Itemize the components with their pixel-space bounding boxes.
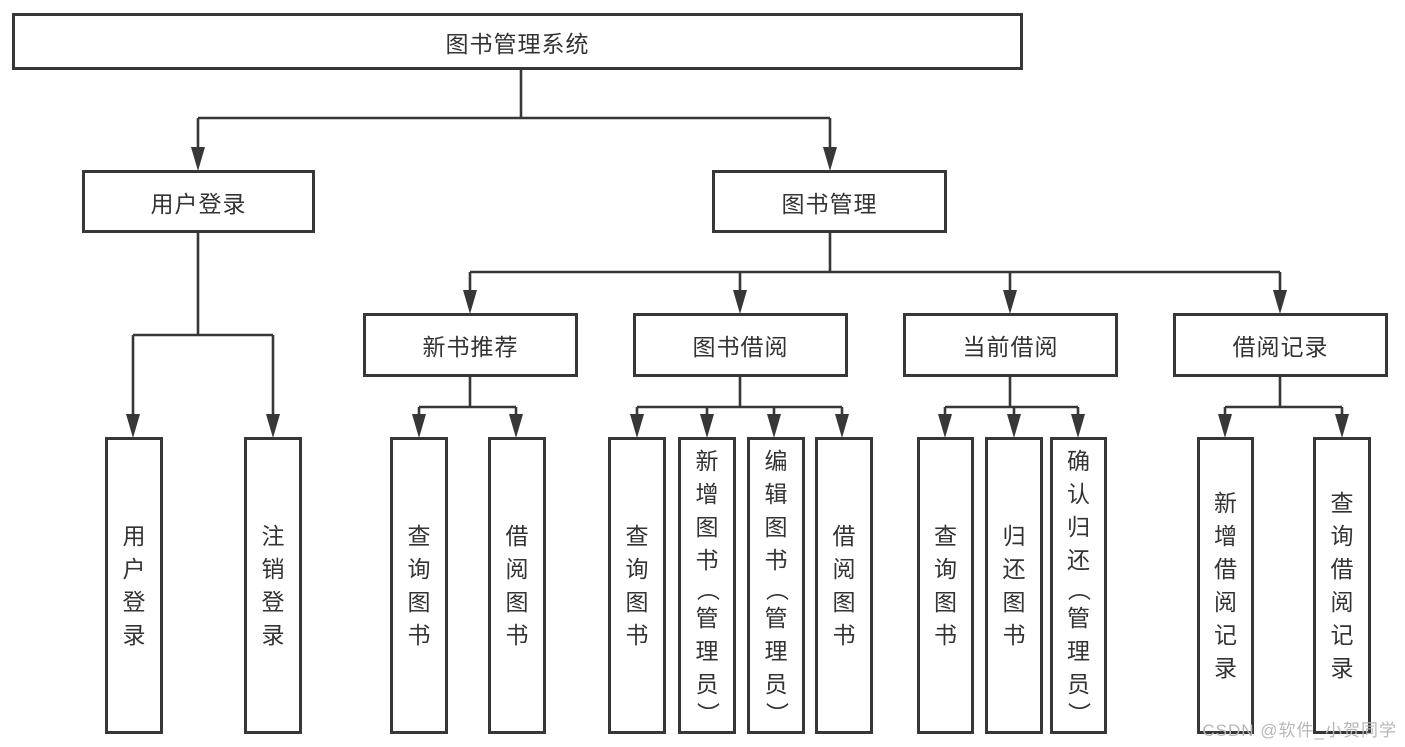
node-leaf-user-login: 用户登录 [105, 437, 163, 734]
node-leaf-return-books: 归还图书 [985, 437, 1043, 734]
node-library-management-system: 图书管理系统 [12, 13, 1023, 70]
node-user-login: 用户登录 [82, 170, 315, 233]
csdn-watermark: CSDN @软件_小贺同学 [1202, 721, 1397, 740]
node-leaf-add-books-admin: 新增图书（管理员） [678, 437, 736, 734]
node-leaf-logout: 注销登录 [244, 437, 302, 734]
node-leaf-borrow-books: 借阅图书 [815, 437, 873, 734]
node-leaf-add-borrow-record: 新增借阅记录 [1197, 437, 1254, 734]
node-leaf-edit-books-admin: 编辑图书（管理员） [747, 437, 805, 734]
node-book-borrowing: 图书借阅 [633, 313, 848, 377]
node-leaf-borrow-books-recommend: 借阅图书 [488, 437, 546, 734]
node-leaf-query-books-current: 查询图书 [917, 437, 974, 734]
arrowheads [126, 147, 1349, 438]
node-leaf-query-books-recommend: 查询图书 [390, 437, 448, 734]
node-current-borrowing: 当前借阅 [903, 313, 1118, 377]
node-new-book-recommendation: 新书推荐 [363, 313, 578, 377]
node-leaf-query-borrow-record: 查询借阅记录 [1313, 437, 1371, 734]
node-borrowing-records: 借阅记录 [1173, 313, 1388, 377]
node-leaf-query-books-borrow: 查询图书 [608, 437, 666, 734]
node-book-management: 图书管理 [712, 170, 947, 233]
node-leaf-confirm-return-admin: 确认归还（管理员） [1050, 437, 1107, 734]
